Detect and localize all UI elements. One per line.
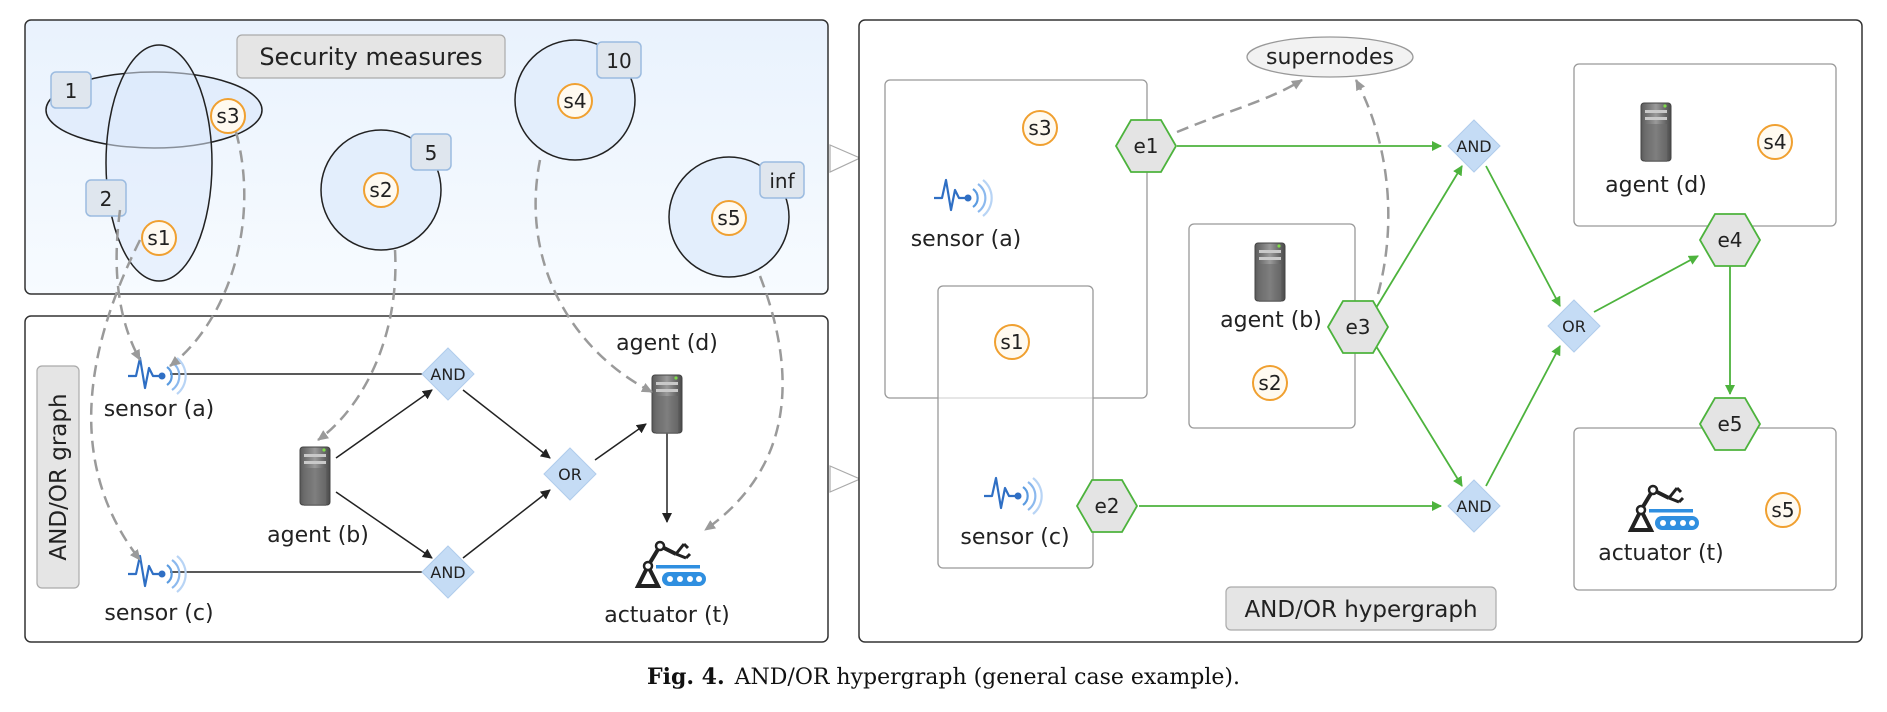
svg-text:e5: e5 [1717, 412, 1742, 436]
hyperedge-e3: e3 [1326, 300, 1390, 354]
svg-text:s3: s3 [1028, 116, 1051, 140]
measure-s1: s1 [141, 220, 177, 256]
sensor-a-label: sensor (a) [104, 397, 215, 422]
hyper-sensor-a-label: sensor (a) [911, 227, 1022, 252]
panel-connector-bottom [829, 465, 862, 493]
agent-b-server-icon [299, 446, 331, 507]
hyper-measure-s5: s5 [1765, 492, 1801, 528]
supernode-box-s4 [1573, 63, 1837, 227]
and-or-graph-panel: AND/OR graph AND AND OR sensor (a) senso… [24, 315, 829, 643]
hyperedge-e2: e2 [1075, 479, 1139, 533]
security-measures-title: Security measures [259, 43, 482, 71]
svg-text:s5: s5 [1771, 498, 1794, 522]
svg-text:inf: inf [769, 169, 795, 193]
svg-text:s1: s1 [147, 226, 170, 250]
and-or-hypergraph-title: AND/OR hypergraph [1244, 597, 1477, 623]
and-or-graph-title: AND/OR graph [46, 393, 72, 560]
agent-d-server-icon [651, 374, 683, 435]
measure-s5: s5 [711, 200, 747, 236]
hyper-measure-s2: s2 [1252, 365, 1288, 401]
hyper-actuator-t-label: actuator (t) [1598, 541, 1724, 566]
and-node-1: AND [421, 347, 475, 401]
svg-text:AND: AND [1456, 137, 1491, 156]
cost-box-2: 2 [85, 179, 127, 217]
svg-text:OR: OR [1562, 317, 1586, 336]
cost-box-5: 5 [410, 133, 452, 171]
agent-b-label: agent (b) [267, 523, 369, 548]
cost-box-10: 10 [596, 41, 642, 79]
svg-text:s2: s2 [1258, 371, 1281, 395]
or-node: OR [543, 447, 597, 501]
hyper-agent-b-server-icon [1254, 242, 1286, 303]
actuator-t-label: actuator (t) [604, 603, 730, 628]
hyper-agent-d-server-icon [1640, 102, 1672, 163]
figure-number: Fig. 4. [646, 664, 725, 690]
svg-text:e1: e1 [1133, 134, 1158, 158]
svg-text:s4: s4 [563, 89, 586, 113]
and-or-hypergraph-panel: supernodes AND AND OR [858, 19, 1863, 643]
svg-text:5: 5 [425, 141, 438, 165]
svg-text:s2: s2 [369, 178, 392, 202]
svg-text:1: 1 [65, 79, 78, 103]
svg-text:AND: AND [430, 365, 465, 384]
svg-text:OR: OR [558, 465, 582, 484]
svg-text:s5: s5 [717, 206, 740, 230]
svg-text:s4: s4 [1763, 130, 1786, 154]
supernode-box-s1 [937, 285, 1094, 569]
hyper-or-node: OR [1547, 299, 1601, 353]
panel-connector-top [829, 144, 862, 173]
svg-text:AND: AND [1456, 497, 1491, 516]
set-ellipse-2 [105, 44, 213, 282]
agent-d-label: agent (d) [616, 331, 718, 356]
hyper-measure-s4: s4 [1757, 124, 1793, 160]
svg-text:supernodes: supernodes [1266, 45, 1394, 70]
svg-text:s1: s1 [1000, 330, 1023, 354]
hyperedge-e4: e4 [1698, 213, 1762, 267]
svg-text:e4: e4 [1717, 228, 1742, 252]
hyperedge-e1: e1 [1114, 119, 1178, 173]
svg-text:s3: s3 [216, 104, 239, 128]
cost-box-inf: inf [759, 161, 805, 199]
svg-text:AND: AND [430, 563, 465, 582]
measure-s2: s2 [363, 172, 399, 208]
measure-s4: s4 [557, 83, 593, 119]
measure-s3: s3 [210, 98, 246, 134]
hyper-agent-b-label: agent (b) [1220, 308, 1322, 333]
security-measures-panel: Security measures 1 2 5 10 inf [24, 19, 829, 295]
hyper-and-node-2: AND [1447, 479, 1501, 533]
hyper-agent-d-label: agent (d) [1605, 173, 1707, 198]
supernodes-label: supernodes [1246, 36, 1414, 78]
svg-text:10: 10 [606, 49, 631, 73]
hyper-and-node-1: AND [1447, 119, 1501, 173]
figure-caption: Fig. 4. AND/OR hypergraph (general case e… [0, 664, 1887, 690]
measure-assignment-arrows [89, 131, 784, 561]
and-node-2: AND [421, 545, 475, 599]
svg-text:2: 2 [100, 187, 113, 211]
hyper-measure-s3: s3 [1022, 110, 1058, 146]
svg-text:e2: e2 [1094, 494, 1119, 518]
sensor-c-label: sensor (c) [104, 601, 213, 626]
hyperedge-e5: e5 [1698, 397, 1762, 451]
cost-box-1: 1 [50, 71, 92, 109]
svg-text:e3: e3 [1345, 315, 1370, 339]
figure-caption-text: AND/OR hypergraph (general case example)… [734, 665, 1240, 690]
hyper-measure-s1: s1 [994, 324, 1030, 360]
hyper-sensor-c-label: sensor (c) [960, 525, 1069, 550]
